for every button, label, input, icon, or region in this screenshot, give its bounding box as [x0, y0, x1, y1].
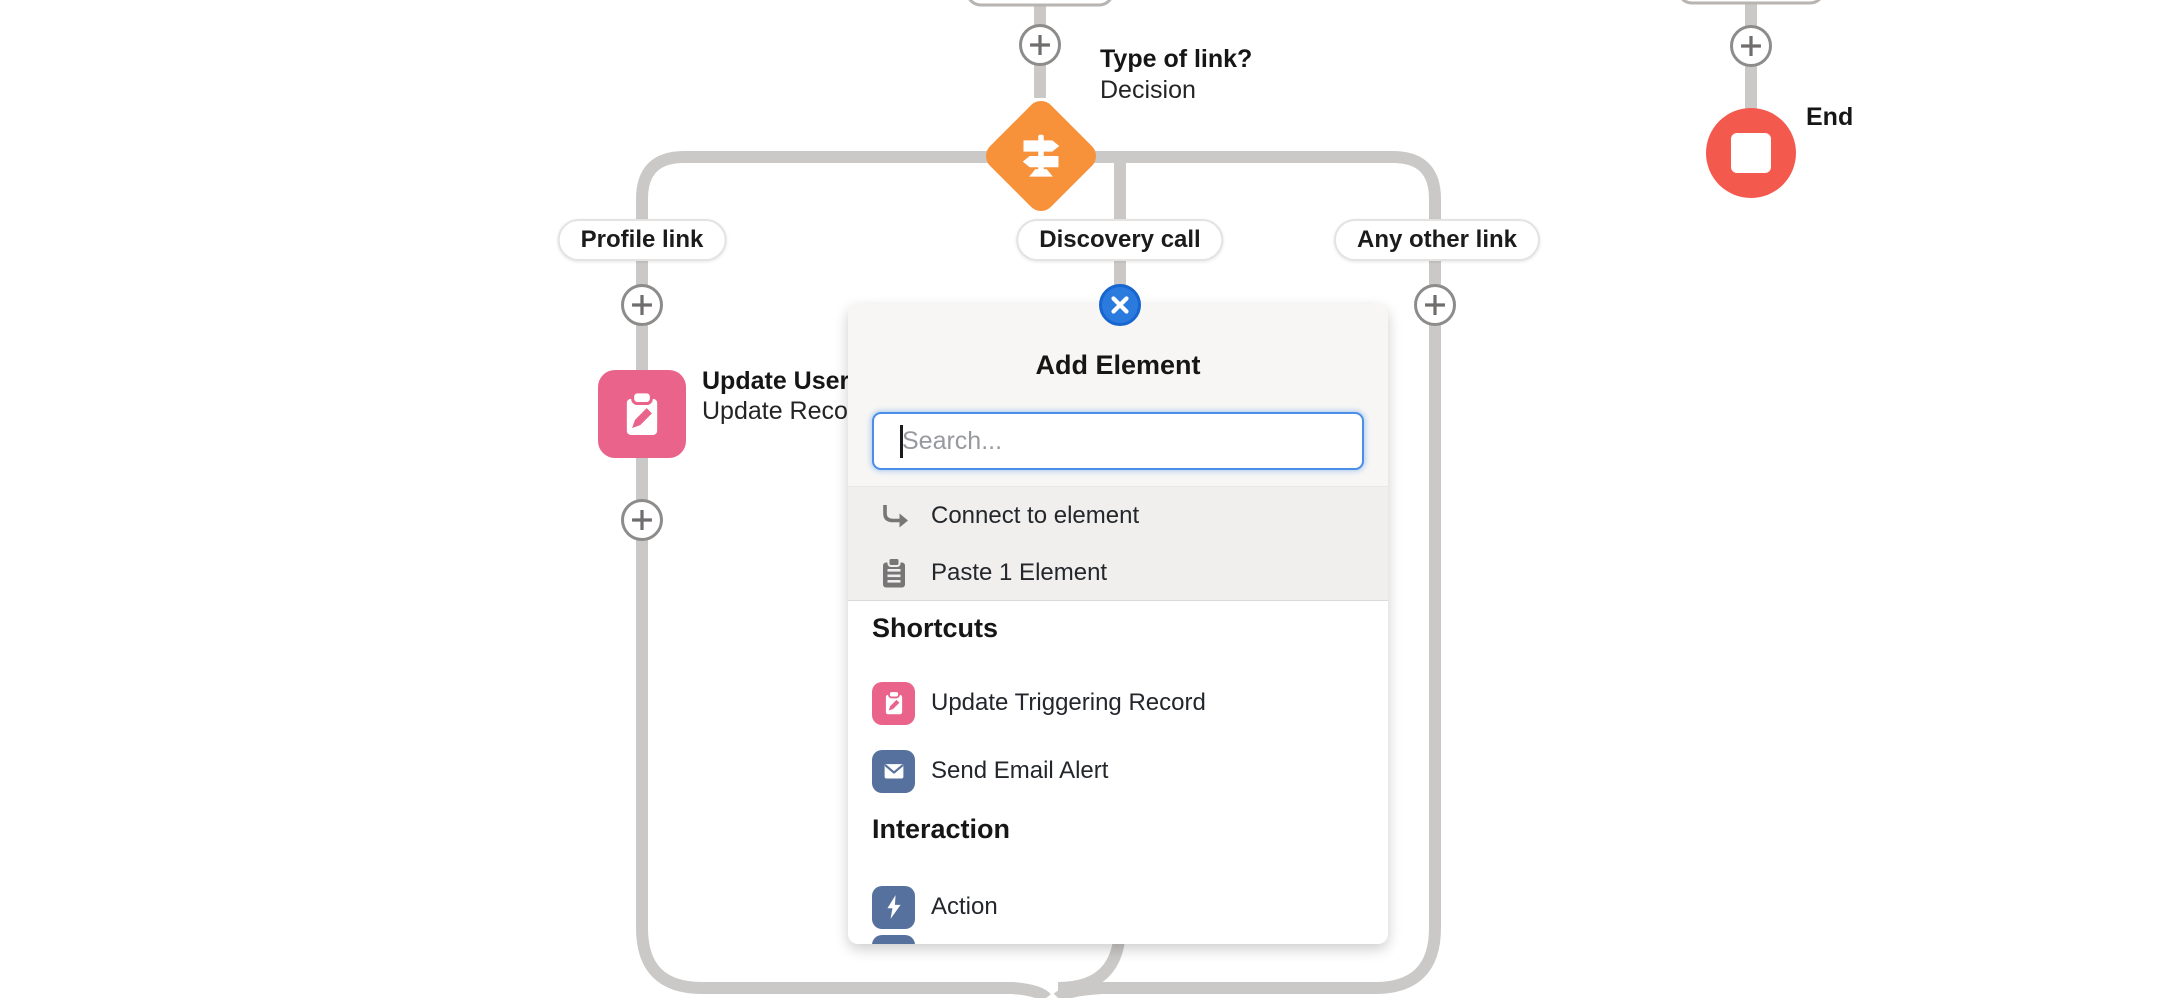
menu-item-label: Action — [931, 893, 998, 920]
connector-branch-profile — [636, 151, 1051, 998]
branch-label-discovery-call[interactable]: Discovery call — [1016, 219, 1224, 261]
decision-node-type: Decision — [1100, 76, 1196, 104]
end-node[interactable] — [1706, 108, 1796, 198]
text-caret — [900, 425, 903, 458]
menu-item-action[interactable]: Action — [872, 884, 998, 930]
plus-icon — [632, 510, 652, 530]
plus-icon — [1425, 295, 1445, 315]
decision-node-title: Type of link? — [1100, 45, 1253, 73]
plus-icon — [632, 295, 652, 315]
update-node-title: Update User — [702, 367, 850, 395]
add-element-popup: Add Element Connect to element — [848, 304, 1388, 944]
update-record-node-label: Update User Update Recor — [702, 366, 856, 426]
menu-item-connect-to-element[interactable]: Connect to element — [848, 487, 1388, 544]
decision-node[interactable] — [980, 95, 1102, 217]
add-element-plus-button-below-update[interactable] — [621, 499, 663, 541]
clipboard-pencil-icon — [626, 390, 658, 435]
decision-node-label: Type of link? Decision — [1100, 44, 1252, 106]
add-element-plus-button-end-branch[interactable] — [1730, 25, 1772, 67]
menu-item-icon-partial[interactable] — [872, 935, 915, 944]
section-heading-shortcuts: Shortcuts — [872, 613, 999, 643]
menu-item-send-email-alert[interactable]: Send Email Alert — [872, 748, 1108, 794]
menu-item-label: Update Triggering Record — [931, 689, 1206, 716]
clipboard-icon — [879, 556, 913, 589]
plus-icon — [1030, 35, 1050, 55]
offscreen-node-stub-left — [968, 0, 1112, 7]
add-element-plus-button-any-other-branch[interactable] — [1414, 284, 1456, 326]
search-input[interactable] — [872, 412, 1364, 470]
popup-header: Add Element — [848, 304, 1388, 486]
menu-item-paste-element[interactable]: Paste 1 Element — [848, 544, 1388, 601]
quick-actions-section: Connect to element Paste 1 Element — [848, 486, 1388, 601]
menu-item-label: Send Email Alert — [931, 757, 1109, 784]
menu-item-label: Paste 1 Element — [931, 558, 1108, 586]
close-popup-button[interactable] — [1099, 284, 1141, 326]
menu-item-label: Connect to element — [931, 501, 1140, 529]
branch-label-profile-link[interactable]: Profile link — [557, 219, 727, 261]
action-bolt-icon — [872, 885, 915, 929]
add-element-plus-button-top[interactable] — [1019, 24, 1061, 66]
connect-arrow-icon — [879, 502, 913, 530]
add-element-plus-button-profile-branch[interactable] — [621, 284, 663, 326]
end-node-label: End — [1806, 103, 1854, 131]
end-square-icon — [1731, 133, 1771, 173]
plus-icon — [1741, 36, 1761, 56]
menu-item-update-triggering-record[interactable]: Update Triggering Record — [872, 680, 1206, 726]
popup-title: Add Element — [1035, 350, 1201, 380]
signpost-icon — [1022, 134, 1060, 177]
section-heading-interaction: Interaction — [872, 814, 1011, 844]
offscreen-node-stub-right — [1681, 0, 1821, 5]
record-update-icon — [872, 681, 915, 725]
update-node-subtitle: Update Recor — [702, 397, 857, 425]
update-record-node[interactable] — [598, 370, 686, 458]
close-icon — [1111, 296, 1129, 314]
branch-label-any-other-link[interactable]: Any other link — [1333, 219, 1541, 261]
email-icon — [872, 749, 915, 793]
